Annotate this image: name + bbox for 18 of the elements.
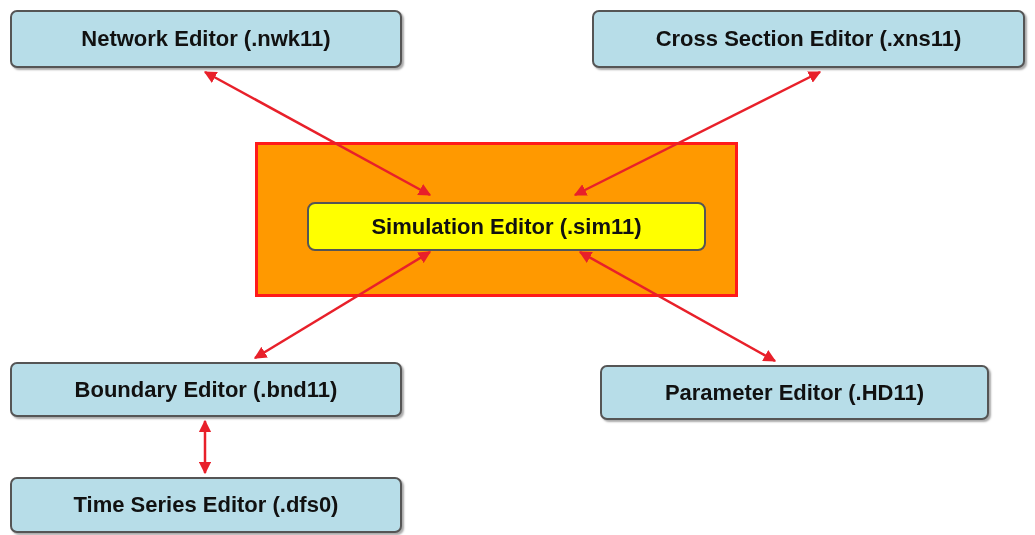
highlighted-box bbox=[307, 202, 706, 251]
double-arrow bbox=[578, 250, 777, 363]
double-arrow bbox=[253, 250, 432, 360]
editor-box bbox=[10, 10, 402, 68]
double-arrow bbox=[198, 419, 212, 475]
double-arrow bbox=[203, 70, 432, 197]
editor-label: Parameter Editor (.HD11) bbox=[664, 379, 925, 406]
editor-label: Time Series Editor (.dfs0) bbox=[73, 492, 339, 518]
editor-label: Simulation Editor (.sim11) bbox=[371, 213, 642, 240]
editor-label: Cross Section Editor (.xns11) bbox=[655, 26, 962, 52]
editor-box bbox=[600, 365, 989, 420]
editor-box bbox=[10, 477, 402, 533]
editor-label: Boundary Editor (.bnd11) bbox=[74, 376, 338, 403]
editor-box bbox=[592, 10, 1025, 68]
editor-box bbox=[10, 362, 402, 417]
background-panel bbox=[255, 142, 738, 297]
editor-label: Network Editor (.nwk11) bbox=[81, 26, 331, 52]
double-arrow bbox=[573, 70, 822, 197]
